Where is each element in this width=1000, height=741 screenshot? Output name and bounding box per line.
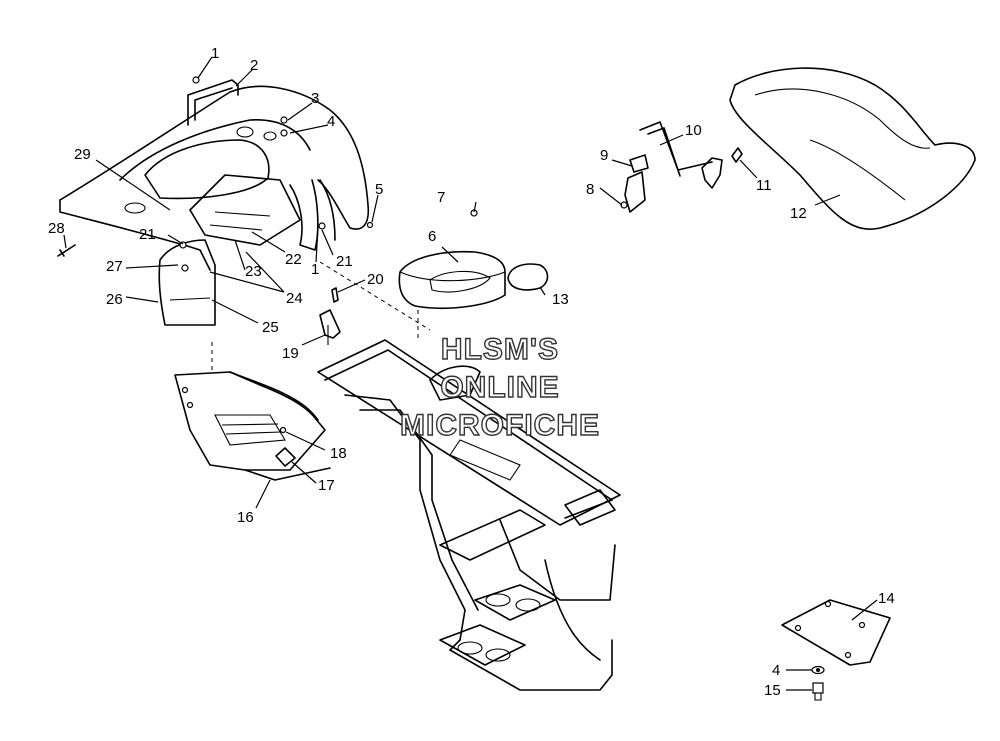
callout-21-right: 21: [336, 253, 353, 270]
callout-27: 27: [106, 258, 123, 275]
callout-labels: 1 2 3 4 5 6 7 8 9 10 11 12 13 14 4 15 16…: [48, 45, 895, 699]
watermark-line-1: HLSM'S: [441, 333, 559, 366]
leader-lines: [63, 56, 878, 691]
storage-box-cap: [507, 263, 549, 291]
callout-22: 22: [285, 251, 302, 268]
rear-fender-assembly: [59, 85, 370, 271]
callout-28: 28: [48, 220, 65, 237]
frame-bracket: [319, 309, 341, 345]
callout-24: 24: [286, 290, 303, 307]
clip: [331, 287, 339, 303]
callout-18: 18: [330, 445, 347, 462]
bolt: [812, 682, 824, 701]
callout-13: 13: [552, 291, 569, 308]
callout-4: 4: [327, 113, 335, 130]
callout-16: 16: [237, 509, 254, 526]
assembly-line: [319, 261, 431, 331]
callout-21-left: 21: [139, 226, 156, 243]
callout-25: 25: [262, 319, 279, 336]
callout-3: 3: [311, 90, 319, 107]
callout-9: 9: [600, 147, 608, 164]
callout-15: 15: [764, 682, 781, 699]
skid-plate: [781, 599, 891, 666]
frame: [317, 339, 621, 691]
footwell-bracket: [275, 447, 296, 467]
callout-2: 2: [250, 57, 258, 74]
callout-14: 14: [878, 590, 895, 607]
callout-1-lower: 1: [311, 261, 319, 278]
callout-11: 11: [756, 177, 772, 194]
watermark-line-3: MICROFICHE: [400, 409, 600, 442]
callout-4-lower: 4: [772, 662, 780, 679]
callout-26: 26: [106, 291, 123, 308]
callout-19: 19: [282, 345, 299, 362]
seat-latch: [620, 121, 743, 213]
hardware-screws: [57, 76, 478, 434]
callout-10: 10: [685, 122, 702, 139]
splash-guard: [158, 239, 216, 326]
callout-7: 7: [437, 189, 445, 206]
callout-20: 20: [367, 271, 384, 288]
callout-1: 1: [211, 45, 219, 62]
callout-17: 17: [318, 477, 335, 494]
rack-handle: [187, 79, 239, 126]
callout-8: 8: [586, 181, 594, 198]
watermark: HLSM'S ONLINE MICROFICHE: [399, 332, 600, 442]
seat: [729, 67, 976, 230]
washer: [811, 665, 825, 675]
callout-5: 5: [375, 181, 383, 198]
storage-box: [398, 250, 506, 309]
callout-23: 23: [245, 263, 262, 280]
callout-12: 12: [790, 205, 807, 222]
watermark-line-2: ONLINE: [440, 371, 559, 404]
callout-29: 29: [74, 146, 91, 163]
callout-6: 6: [428, 228, 436, 245]
footwell: [174, 371, 331, 481]
